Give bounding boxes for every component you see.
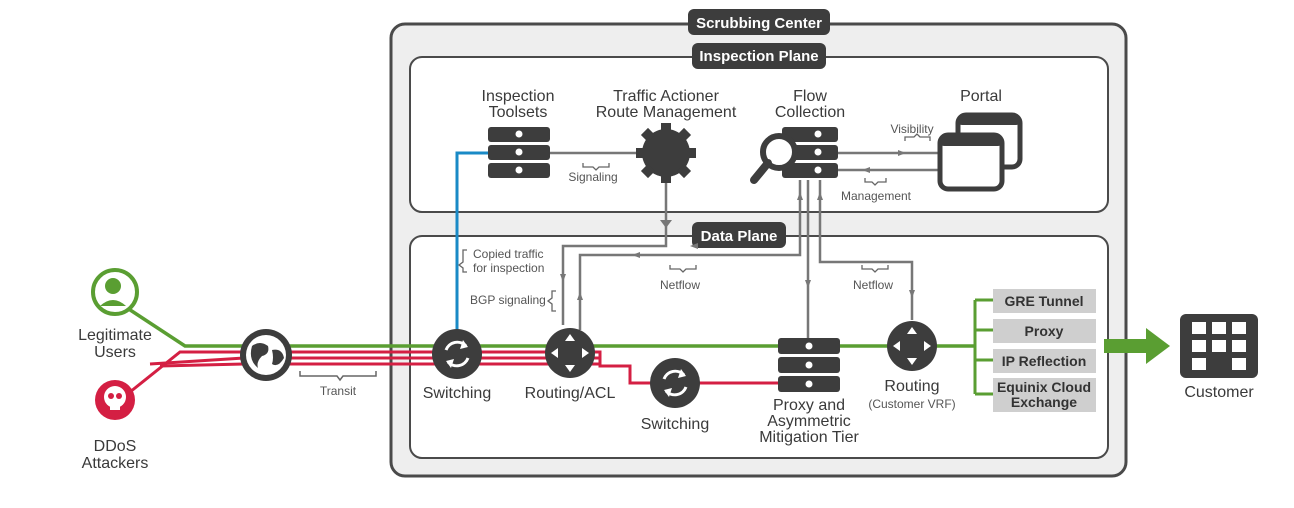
options-fanout	[937, 298, 993, 396]
copied-traffic-label-1: Copied traffic	[473, 247, 543, 261]
flow-collection-label-2: Collection	[775, 104, 845, 121]
data-plane-tag: Data Plane	[692, 222, 786, 248]
gear-icon	[636, 123, 696, 183]
management-label: Management	[841, 189, 912, 203]
transit-label: Transit	[320, 384, 357, 398]
legit-traffic-line	[114, 298, 975, 348]
inspection-toolsets-label-1: Inspection	[482, 88, 555, 105]
proxy-tier-label-3: Mitigation Tier	[759, 429, 859, 446]
copied-traffic-label-2: for inspection	[473, 261, 544, 275]
option-proxy: Proxy	[993, 319, 1096, 343]
legitimate-users-label-1: Legitimate	[78, 327, 152, 344]
routing-acl-router-icon	[545, 328, 595, 378]
routing-sub-label: (Customer VRF)	[868, 397, 955, 411]
option-proxy-label: Proxy	[1025, 323, 1064, 339]
proxy-tier-label-1: Proxy and	[773, 397, 845, 414]
inspection-toolsets-server-icon	[488, 127, 550, 178]
data-plane-title: Data Plane	[701, 228, 778, 245]
customer-label: Customer	[1184, 384, 1254, 401]
netflow-left-label: Netflow	[660, 278, 700, 292]
ddos-attackers-label-1: DDoS	[94, 438, 137, 455]
routing-router-icon	[887, 321, 937, 371]
bgp-signaling-label: BGP signaling	[470, 293, 546, 307]
ddos-attackers-label-2: Attackers	[82, 455, 149, 472]
globe-icon	[240, 329, 292, 381]
option-gre-tunnel-label: GRE Tunnel	[1004, 293, 1083, 309]
routing-label: Routing	[884, 378, 939, 395]
transit-brace	[299, 371, 377, 382]
portal-label: Portal	[960, 88, 1002, 105]
copied-traffic-brace	[457, 249, 467, 273]
visibility-label: Visibility	[890, 122, 933, 136]
legitimate-users-icon	[91, 268, 139, 316]
switching-lower-label: Switching	[641, 416, 709, 433]
building-icon	[1180, 314, 1258, 378]
option-equinix-label-2: Exchange	[1011, 394, 1077, 410]
traffic-actioner-label-1: Traffic Actioner	[613, 88, 719, 105]
proxy-tier-label-2: Asymmetric	[767, 413, 851, 430]
routing-acl-label: Routing/ACL	[525, 385, 616, 402]
signaling-label: Signaling	[568, 170, 617, 184]
skull-icon	[95, 380, 135, 420]
option-gre-tunnel: GRE Tunnel	[993, 289, 1096, 313]
portal-windows-icon	[937, 112, 1023, 192]
scrubbing-center-tag: Scrubbing Center	[688, 9, 830, 35]
inspection-plane-title: Inspection Plane	[699, 48, 818, 65]
scrubbing-center-title: Scrubbing Center	[696, 15, 822, 32]
traffic-actioner-label-2: Route Management	[596, 104, 737, 121]
copied-traffic-line	[455, 151, 490, 330]
bgp-brace	[546, 290, 556, 312]
switching-main-label: Switching	[423, 385, 491, 402]
arrow-to-customer	[1104, 328, 1170, 364]
option-equinix-cloud-exchange: Equinix Cloud Exchange	[993, 378, 1096, 412]
switching-main-icon	[432, 329, 482, 379]
proxy-tier-server-icon	[778, 338, 840, 392]
option-ip-reflection: IP Reflection	[993, 349, 1096, 373]
magnifier-icon	[750, 133, 798, 184]
legitimate-users-label-2: Users	[94, 344, 136, 361]
netflow-right-label: Netflow	[853, 278, 893, 292]
signal-braces	[582, 133, 931, 273]
inspection-plane-tag: Inspection Plane	[692, 43, 826, 69]
option-equinix-label-1: Equinix Cloud	[997, 379, 1091, 395]
flow-collection-label-1: Flow	[793, 88, 827, 105]
arrowheads	[560, 150, 915, 300]
option-ip-reflection-label: IP Reflection	[1002, 353, 1087, 369]
switching-lower-icon	[650, 358, 700, 408]
inspection-toolsets-label-2: Toolsets	[489, 104, 548, 121]
